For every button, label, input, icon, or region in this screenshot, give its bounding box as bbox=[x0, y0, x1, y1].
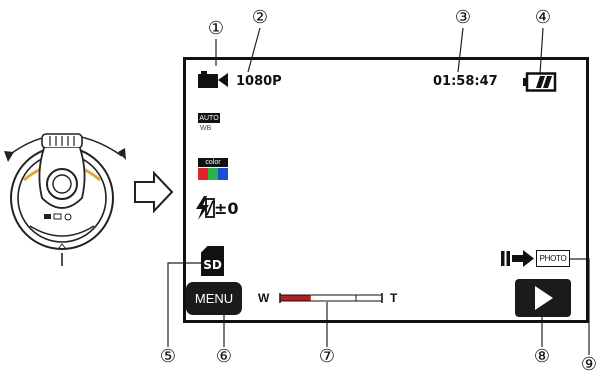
callout-4: ④ bbox=[534, 7, 552, 28]
leader-line-2 bbox=[247, 27, 261, 73]
play-button[interactable] bbox=[515, 279, 571, 317]
right-arrow-icon bbox=[512, 250, 534, 267]
callout-9: ⑨ bbox=[580, 354, 598, 375]
zoom-tele-label: T bbox=[390, 291, 398, 305]
zoom-wide-label: W bbox=[258, 291, 270, 305]
play-icon bbox=[535, 286, 553, 310]
callout-8: ⑧ bbox=[533, 346, 551, 367]
exposure-value: ±0 bbox=[214, 199, 239, 218]
callout-6: ⑥ bbox=[215, 346, 233, 367]
callout-5: ⑤ bbox=[159, 346, 177, 367]
video-camera-icon bbox=[198, 71, 228, 88]
callout-7: ⑦ bbox=[318, 346, 336, 367]
zoom-bar-fill bbox=[280, 295, 311, 301]
menu-button[interactable]: MENU bbox=[186, 282, 242, 315]
exposure-compensation-icon bbox=[196, 196, 215, 220]
callout-2: ② bbox=[251, 7, 269, 28]
color-swatch-red bbox=[198, 168, 208, 180]
sd-card-icon: SD bbox=[201, 246, 224, 276]
photo-mode-button[interactable]: PHOTO bbox=[536, 250, 570, 267]
leader-line-4 bbox=[539, 27, 544, 75]
color-mode-badge: color bbox=[198, 158, 228, 167]
callout-1: ① bbox=[207, 18, 225, 39]
battery-icon bbox=[523, 72, 557, 92]
color-swatch-blue bbox=[218, 168, 228, 180]
leader-line-5 bbox=[167, 262, 201, 347]
zoom-bar bbox=[279, 293, 383, 303]
pause-icon bbox=[501, 251, 510, 266]
camera-screen bbox=[183, 57, 589, 323]
hollow-arrow-icon bbox=[134, 170, 174, 214]
color-swatch-green bbox=[208, 168, 218, 180]
white-balance-badge: AUTO bbox=[198, 113, 220, 123]
recording-timer: 01:58:47 bbox=[433, 74, 498, 89]
resolution-label: 1080P bbox=[236, 74, 282, 89]
callout-3: ③ bbox=[454, 7, 472, 28]
mode-dial-icon bbox=[4, 133, 126, 266]
white-balance-label: WB bbox=[200, 125, 212, 132]
leader-line-9 bbox=[570, 258, 590, 355]
leader-line-3 bbox=[457, 27, 464, 73]
